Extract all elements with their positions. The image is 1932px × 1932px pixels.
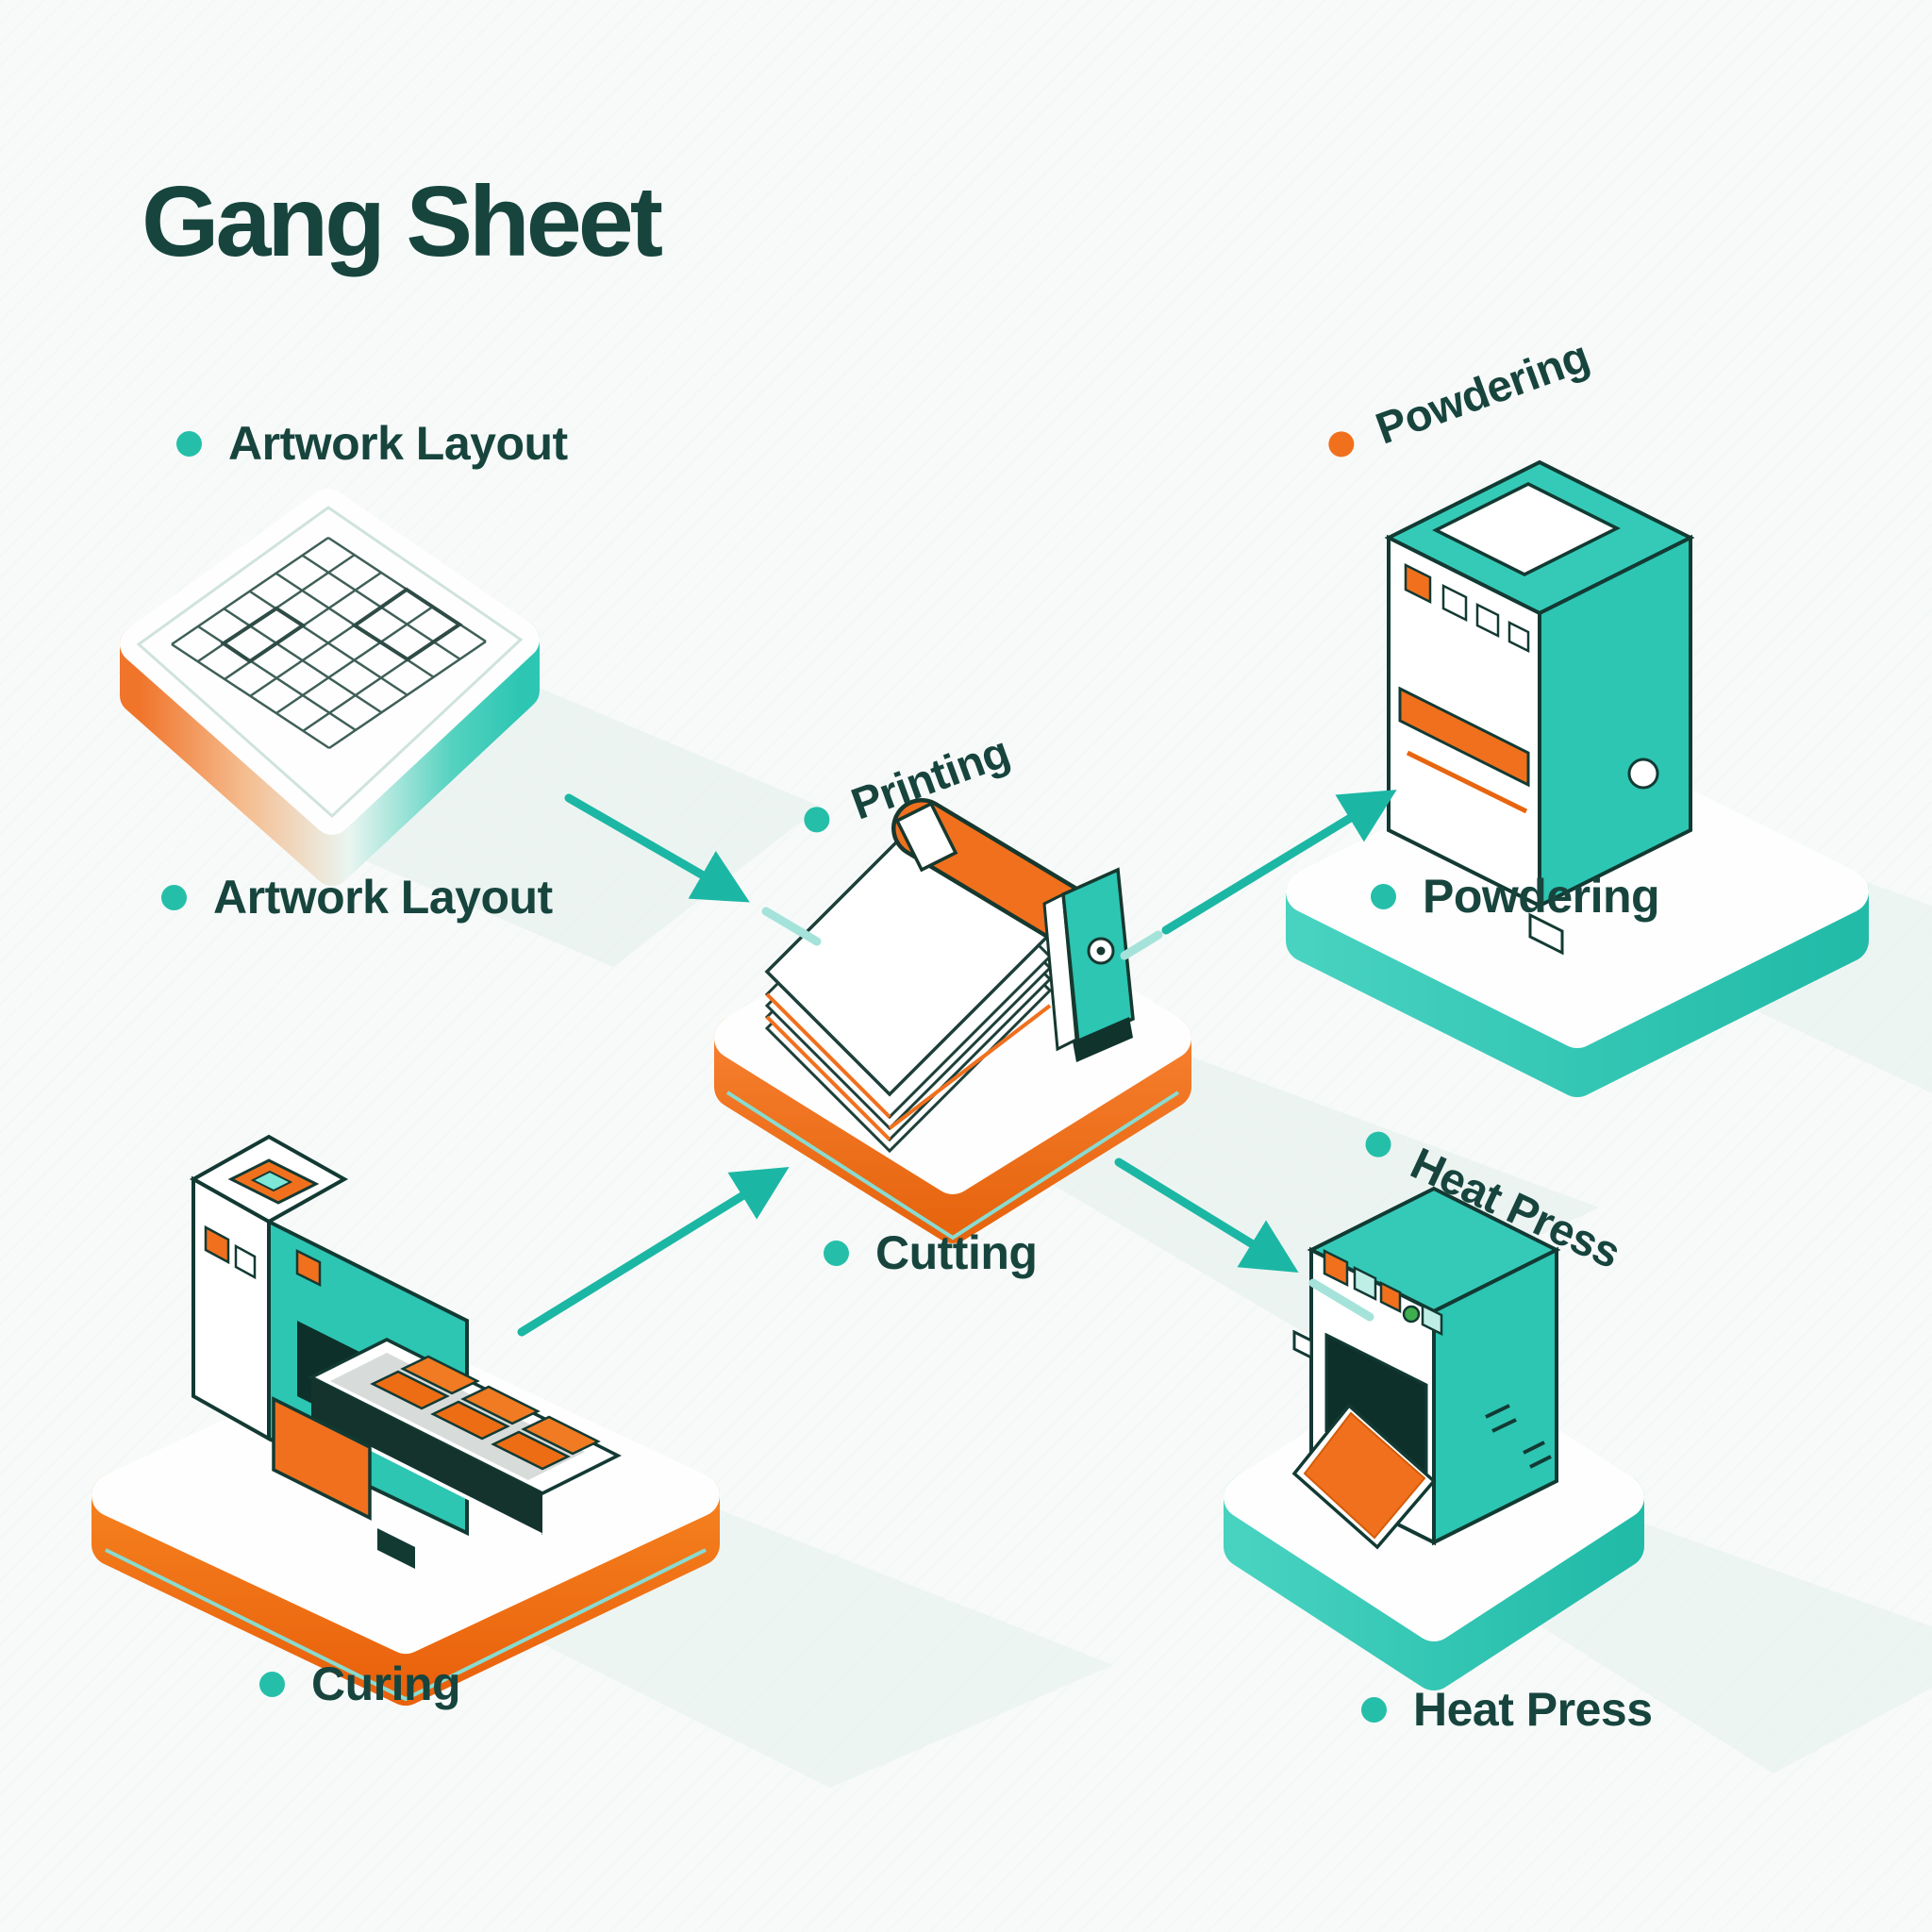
paper-stack-icon bbox=[764, 808, 1053, 1154]
powder-machine-icon bbox=[1286, 459, 1932, 1097]
roller-bracket-icon bbox=[1042, 867, 1135, 1062]
curing-oven-icon bbox=[92, 1134, 1113, 1788]
arrow-printing-to-heatpress bbox=[1114, 1158, 1299, 1273]
powder-control-buttons bbox=[1404, 562, 1530, 654]
step-label-heat-press-bottom: Heat Press bbox=[1361, 1683, 1653, 1736]
step-label-text: Heat Press bbox=[1413, 1683, 1653, 1736]
step-label-curing: Curing bbox=[259, 1657, 461, 1710]
bullet-icon bbox=[1361, 1696, 1387, 1723]
step-label-artwork-layout-bottom: Artwork Layout bbox=[161, 871, 553, 924]
curing-tower bbox=[189, 1134, 349, 1442]
step-label-text: Curing bbox=[311, 1657, 461, 1710]
heat-press-tray bbox=[1291, 1403, 1437, 1550]
step-label-cutting: Cutting bbox=[824, 1226, 1038, 1279]
bullet-icon bbox=[259, 1671, 285, 1697]
step-label-text: Artwork Layout bbox=[213, 871, 553, 924]
transfer-sheet bbox=[1303, 1411, 1426, 1540]
heat-press-icon bbox=[1224, 1186, 1932, 1774]
page-title: Gang Sheet bbox=[142, 166, 663, 278]
heat-press-illustration bbox=[1224, 1170, 1932, 1774]
powder-slot bbox=[1398, 686, 1530, 788]
gang-sheet-artwork-cells bbox=[220, 587, 463, 664]
bullet-icon bbox=[824, 1240, 849, 1266]
arrow-curing-to-printing bbox=[517, 1167, 790, 1337]
step-label-powdering-bottom: Powdering bbox=[1371, 870, 1660, 923]
heat-press-buttons bbox=[1323, 1248, 1443, 1337]
curing-illustration bbox=[92, 1099, 1113, 1788]
vent-slits bbox=[1485, 1404, 1552, 1469]
arrow-artwork-to-printing bbox=[564, 793, 750, 903]
arrow-printing-to-heatpress-tail bbox=[1308, 1278, 1374, 1322]
bullet-icon bbox=[1371, 883, 1396, 909]
arrow-artwork-to-printing-tail bbox=[761, 907, 822, 946]
roller-support-icon bbox=[894, 801, 958, 873]
curing-tray bbox=[272, 1338, 622, 1569]
curing-drawer bbox=[272, 1396, 372, 1521]
cured-prints bbox=[370, 1355, 601, 1471]
bullet-icon bbox=[161, 884, 187, 910]
powdering-illustration bbox=[1286, 406, 1932, 1097]
bullet-icon bbox=[176, 430, 202, 457]
step-label-text: Powdering bbox=[1423, 870, 1660, 923]
powder-machine-body bbox=[1384, 459, 1695, 956]
step-label-text: Artwork Layout bbox=[228, 417, 568, 470]
arrow-printing-to-powdering-tail bbox=[1120, 930, 1163, 960]
step-label-text: Cutting bbox=[875, 1226, 1038, 1279]
step-label-artwork-layout-top: Artwork Layout bbox=[176, 417, 568, 470]
arrow-printing-to-powdering bbox=[1161, 790, 1397, 935]
